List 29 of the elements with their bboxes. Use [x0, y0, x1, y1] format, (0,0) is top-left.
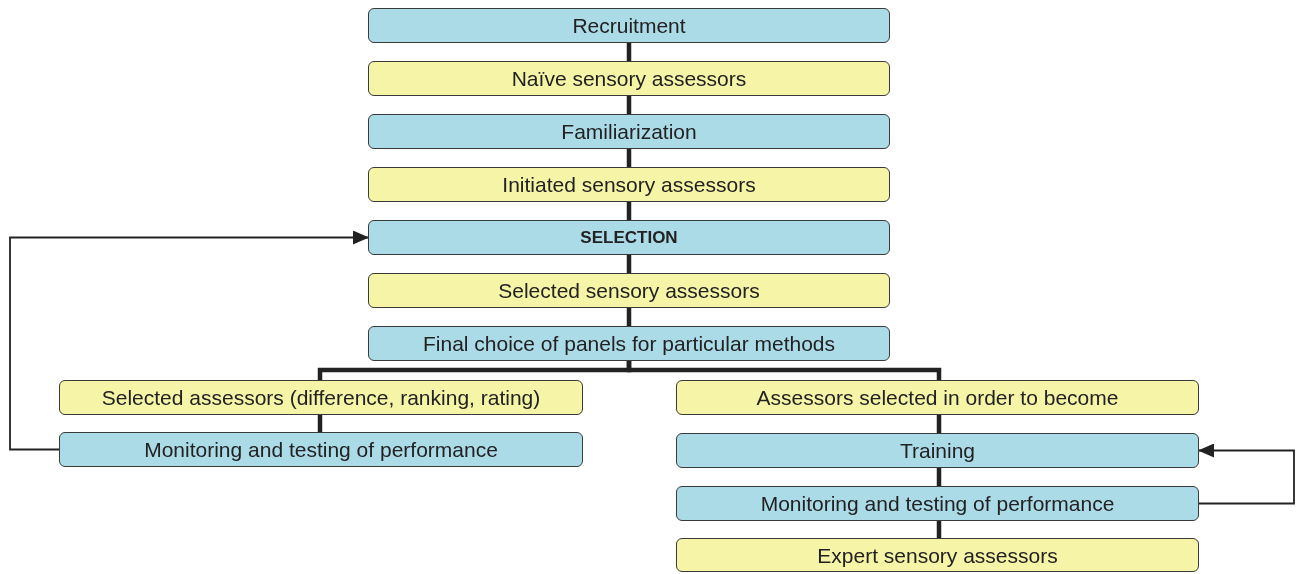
assessor-group-box: [676, 380, 1199, 415]
process-box: [676, 486, 1199, 521]
process-box: [59, 432, 583, 467]
node-label: Final choice of panels for particular methods: [422, 333, 835, 354]
node-label: Training: [899, 440, 976, 461]
node-label: Monitoring and testing of performance: [760, 493, 1115, 514]
assessor-group-box: [676, 538, 1199, 572]
assessor-group-box: [368, 61, 890, 96]
node-label: Familiarization: [561, 121, 697, 142]
node-label: Naïve sensory assessors: [511, 68, 747, 89]
process-box: [368, 114, 890, 149]
node-label: Recruitment: [572, 15, 686, 36]
process-box: [676, 433, 1199, 468]
assessor-group-box: [59, 380, 583, 415]
node-label: Assessors selected in order to become: [756, 387, 1119, 408]
process-box: [368, 8, 890, 43]
node-label: Selected sensory assessors: [498, 280, 760, 301]
process-box: [368, 220, 890, 255]
node-label: SELECTION: [580, 229, 678, 246]
process-box: [368, 326, 890, 361]
feedback-arrow: [1198, 443, 1295, 505]
assessor-group-box: [368, 167, 890, 202]
node-label: Monitoring and testing of performance: [144, 439, 498, 460]
connector-line: [626, 361, 942, 380]
node-label: Selected assessors (difference, ranking, rating): [101, 387, 541, 408]
node-label: Expert sensory assessors: [817, 544, 1058, 566]
node-label: Initiated sensory assessors: [502, 174, 756, 195]
feedback-arrow: [9, 230, 369, 451]
assessor-group-box: [368, 273, 890, 308]
